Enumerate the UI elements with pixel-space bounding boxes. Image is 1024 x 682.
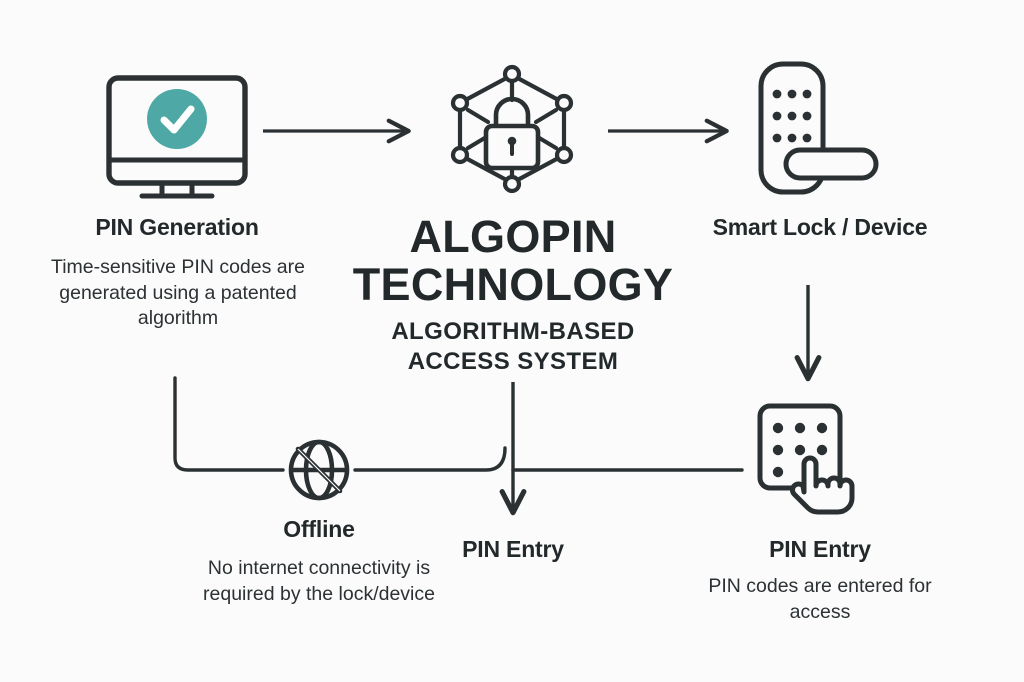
elbow-pin-generation-to-offline [173, 376, 285, 472]
node-title-pin-entry-right: PIN Entry [769, 536, 871, 562]
desktop-monitor-check-icon [96, 72, 258, 200]
node-title-offline: Offline [283, 516, 355, 542]
brand-subtitle-line2: ACCESS SYSTEM [407, 348, 619, 375]
smart-lock-keypad-handle-icon [748, 58, 888, 198]
node-description-pin-entry-right: PIN codes are entered for access [708, 575, 932, 623]
globe-slash-offline-icon [281, 432, 357, 508]
node-title-smart-lock: Smart Lock / Device [712, 214, 928, 240]
hexagon-network-lock-icon [438, 58, 586, 200]
node-title-pin-entry-center: PIN Entry [462, 536, 564, 562]
node-title-pin-generation: PIN Generation [95, 214, 259, 240]
node-description-offline: No internet connectivity is required by … [203, 557, 435, 605]
brand-subtitle-line1: ALGORITHM-BASED [391, 318, 635, 345]
brand-title-line1: ALGOPIN [409, 211, 617, 262]
brand-title-line2: TECHNOLOGY [352, 259, 674, 310]
node-description-pin-generation: Time-sensitive PIN codes are generated u… [51, 256, 305, 329]
keypad-hand-tap-icon [752, 400, 868, 516]
line-offline-to-pin-entry-right [353, 446, 744, 472]
